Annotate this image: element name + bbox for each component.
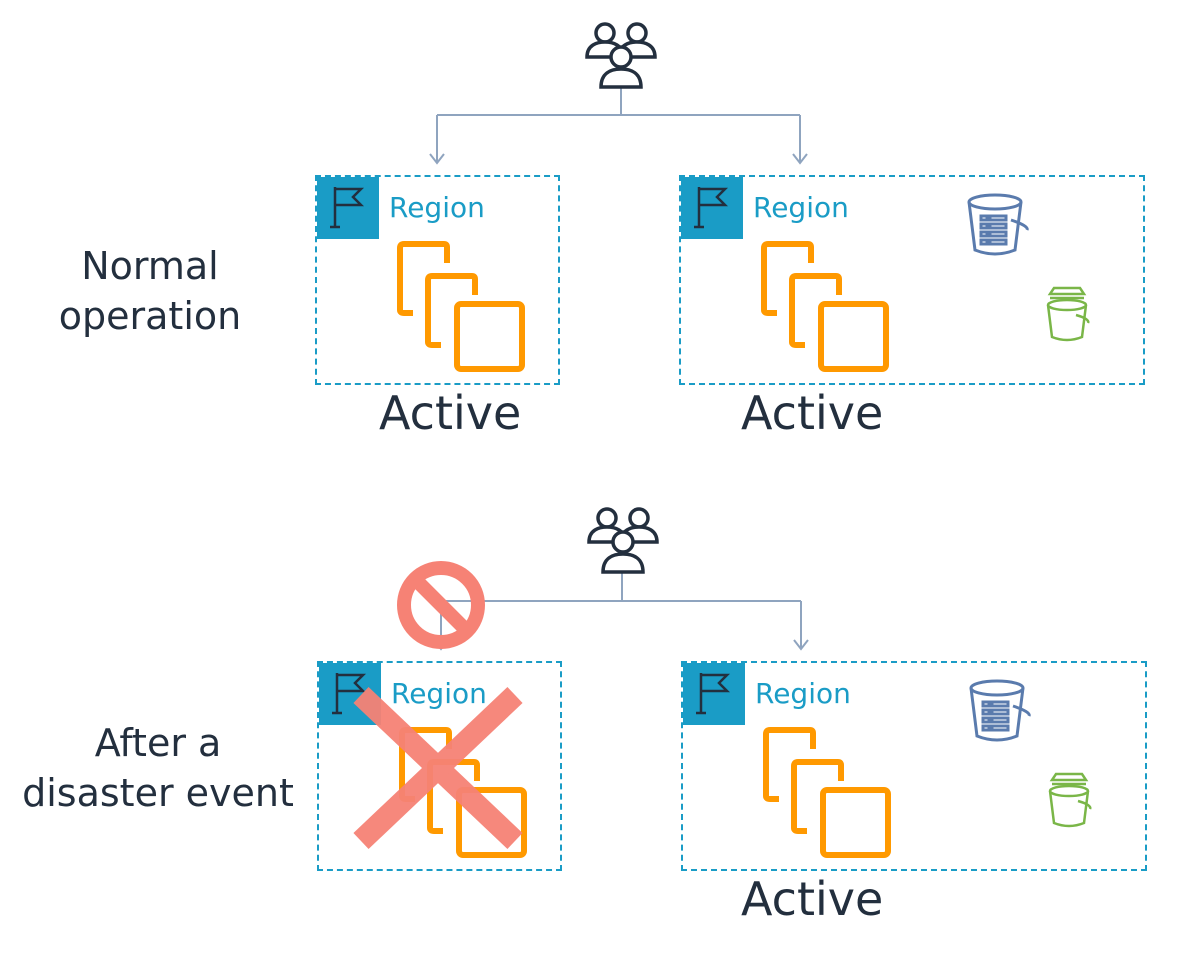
- status-active-normal-right: Active: [741, 386, 884, 440]
- users-icon: [587, 507, 659, 574]
- failure-cross-icon: [353, 687, 523, 849]
- region-label: Region: [389, 191, 485, 224]
- database-bucket-icon: [969, 679, 1031, 742]
- flag-icon: [696, 673, 731, 715]
- region-flag-tag: [683, 663, 745, 725]
- region-box-normal-right: Region: [679, 175, 1145, 385]
- prohibited-icon: [397, 561, 485, 649]
- region-flag-tag: [681, 177, 743, 239]
- region-label: Region: [755, 677, 851, 710]
- flag-icon: [330, 187, 365, 229]
- region-label: Region: [391, 677, 487, 710]
- region-box-normal-left: Region: [315, 175, 560, 385]
- region-flag-tag: [317, 177, 379, 239]
- status-active-disaster-right: Active: [741, 872, 884, 926]
- compute-instances-icon: [397, 241, 525, 372]
- region-box-disaster-left: Region: [317, 661, 562, 871]
- flag-icon: [332, 673, 367, 715]
- database-bucket-icon: [967, 193, 1029, 256]
- flag-icon: [694, 187, 729, 229]
- storage-bucket-icon: [1048, 772, 1092, 828]
- compute-instances-icon: [761, 241, 889, 372]
- compute-instances-icon: [763, 727, 891, 858]
- region-box-disaster-right: Region: [681, 661, 1147, 871]
- users-icon: [585, 22, 657, 89]
- status-active-normal-left: Active: [379, 386, 522, 440]
- region-label: Region: [753, 191, 849, 224]
- storage-bucket-icon: [1046, 286, 1090, 342]
